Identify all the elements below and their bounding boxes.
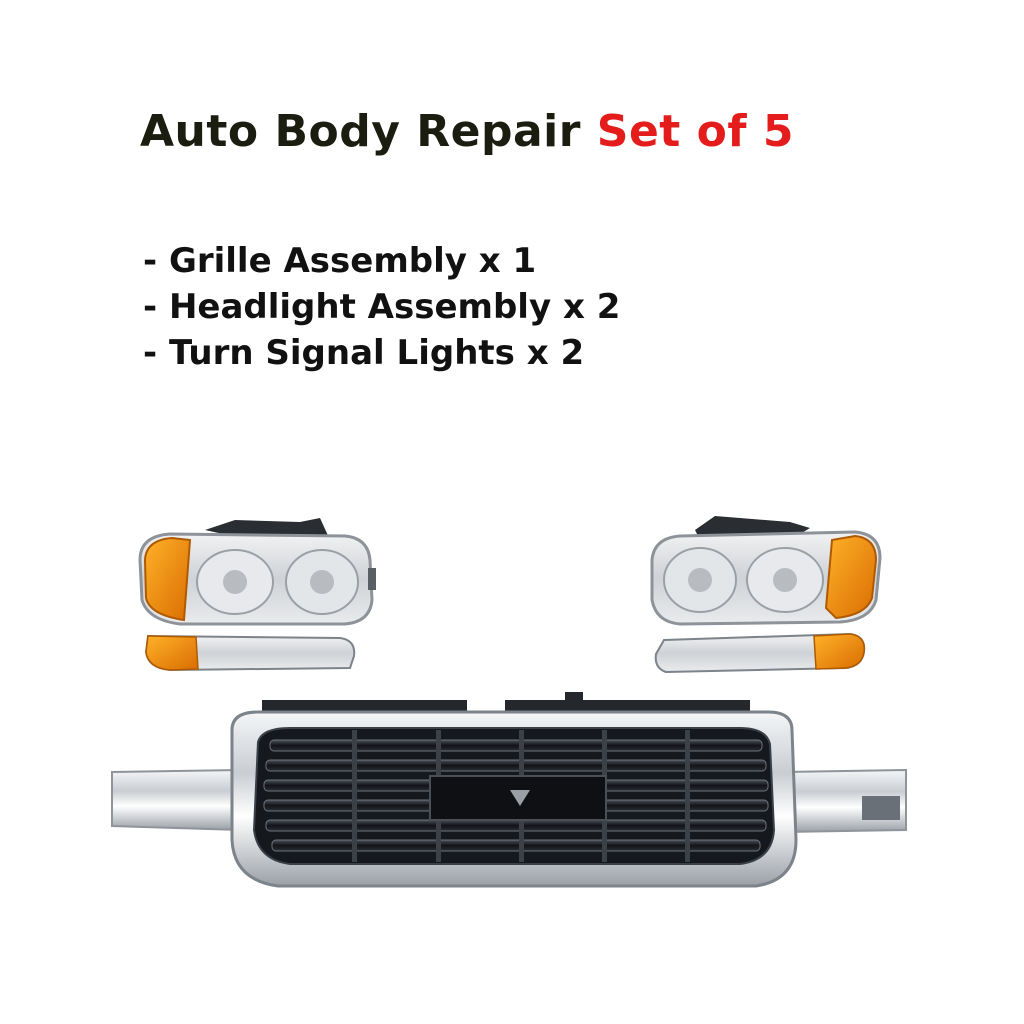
list-item: - Turn Signal Lights x 2 (143, 333, 585, 373)
grille-icon (111, 692, 907, 888)
emblem-icon (429, 775, 607, 821)
list-item: - Grille Assembly x 1 (143, 241, 537, 281)
title-main: Auto Body Repair (140, 106, 581, 157)
turn-signal-right-icon (654, 632, 866, 674)
headlight-left-icon (138, 518, 376, 626)
included-items-list: - Grille Assembly x 1 - Headlight Assemb… (143, 238, 620, 376)
listing-title: Auto Body Repair Set of 5 (140, 106, 794, 157)
title-highlight: Set of 5 (596, 106, 794, 157)
product-photo (111, 516, 907, 888)
list-item: - Headlight Assembly x 2 (143, 287, 621, 327)
headlight-right-icon (650, 516, 882, 626)
turn-signal-left-icon (144, 634, 356, 672)
